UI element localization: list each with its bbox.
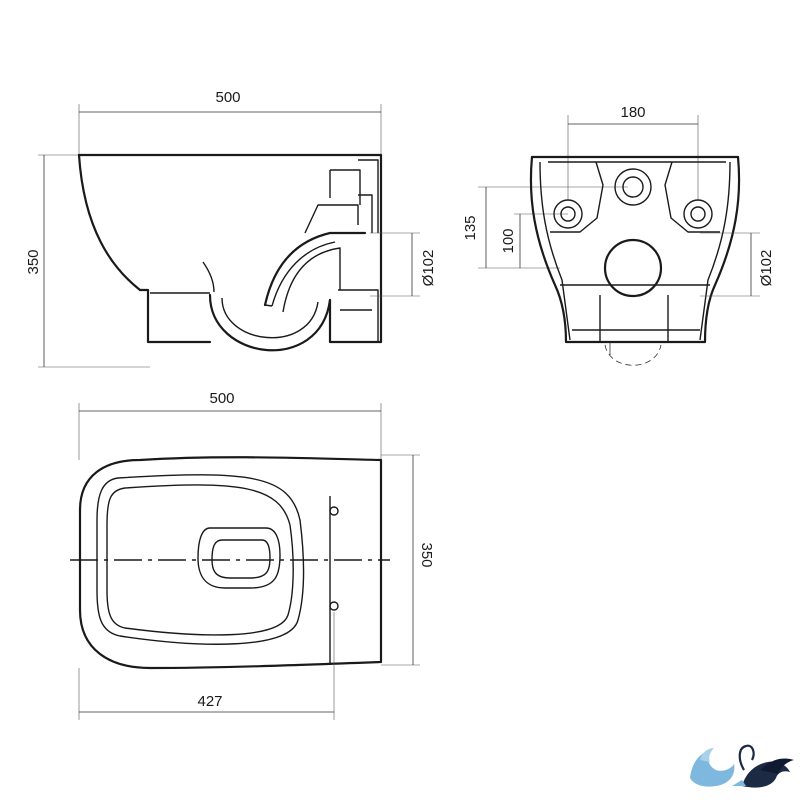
- rear-height-dimensions: 135 100: [462, 186, 628, 269]
- rear-outlet-label: Ø102: [758, 250, 775, 287]
- rear-fixing-holes: [553, 168, 713, 366]
- rear-height-a-label: 135: [462, 215, 479, 240]
- top-fixing-hole-lower: [329, 601, 339, 611]
- rear-bolt-hole-left: [553, 199, 583, 229]
- rear-height-b-label: 100: [500, 228, 517, 253]
- top-bowl-outline: [70, 456, 390, 670]
- top-depth-dimension: 350: [381, 454, 435, 666]
- swan-logo: [690, 744, 794, 788]
- side-view: 500 350: [25, 89, 437, 368]
- rear-water-inlet: [614, 168, 652, 206]
- side-bowl-outline: [77, 153, 383, 352]
- top-depth-label: 350: [418, 542, 435, 567]
- side-height-dimension: 350: [25, 154, 150, 368]
- side-width-dimension: 500: [78, 89, 382, 154]
- top-bowl-length-label: 427: [197, 693, 222, 710]
- top-fixing-hole-upper: [329, 506, 339, 516]
- top-width-dimension: 500: [78, 390, 382, 460]
- rear-bolt-hole-right: [683, 199, 713, 229]
- rear-outlet: [603, 238, 663, 298]
- side-height-label: 350: [25, 249, 42, 274]
- rear-body-outline: [529, 155, 741, 355]
- top-view: 500 350 427: [70, 390, 435, 720]
- side-width-label: 500: [215, 89, 240, 106]
- rear-bolt-spacing-dimension: 180: [567, 104, 699, 200]
- side-outlet-label: Ø102: [420, 250, 437, 287]
- rear-view: 180 135 100: [462, 104, 775, 366]
- top-width-label: 500: [209, 390, 234, 407]
- rear-bolt-spacing-label: 180: [620, 104, 645, 121]
- rear-outlet-dimension: Ø102: [700, 232, 775, 297]
- top-bowl-length-dimension: 427: [78, 612, 335, 720]
- side-outlet-dimension: Ø102: [370, 232, 437, 297]
